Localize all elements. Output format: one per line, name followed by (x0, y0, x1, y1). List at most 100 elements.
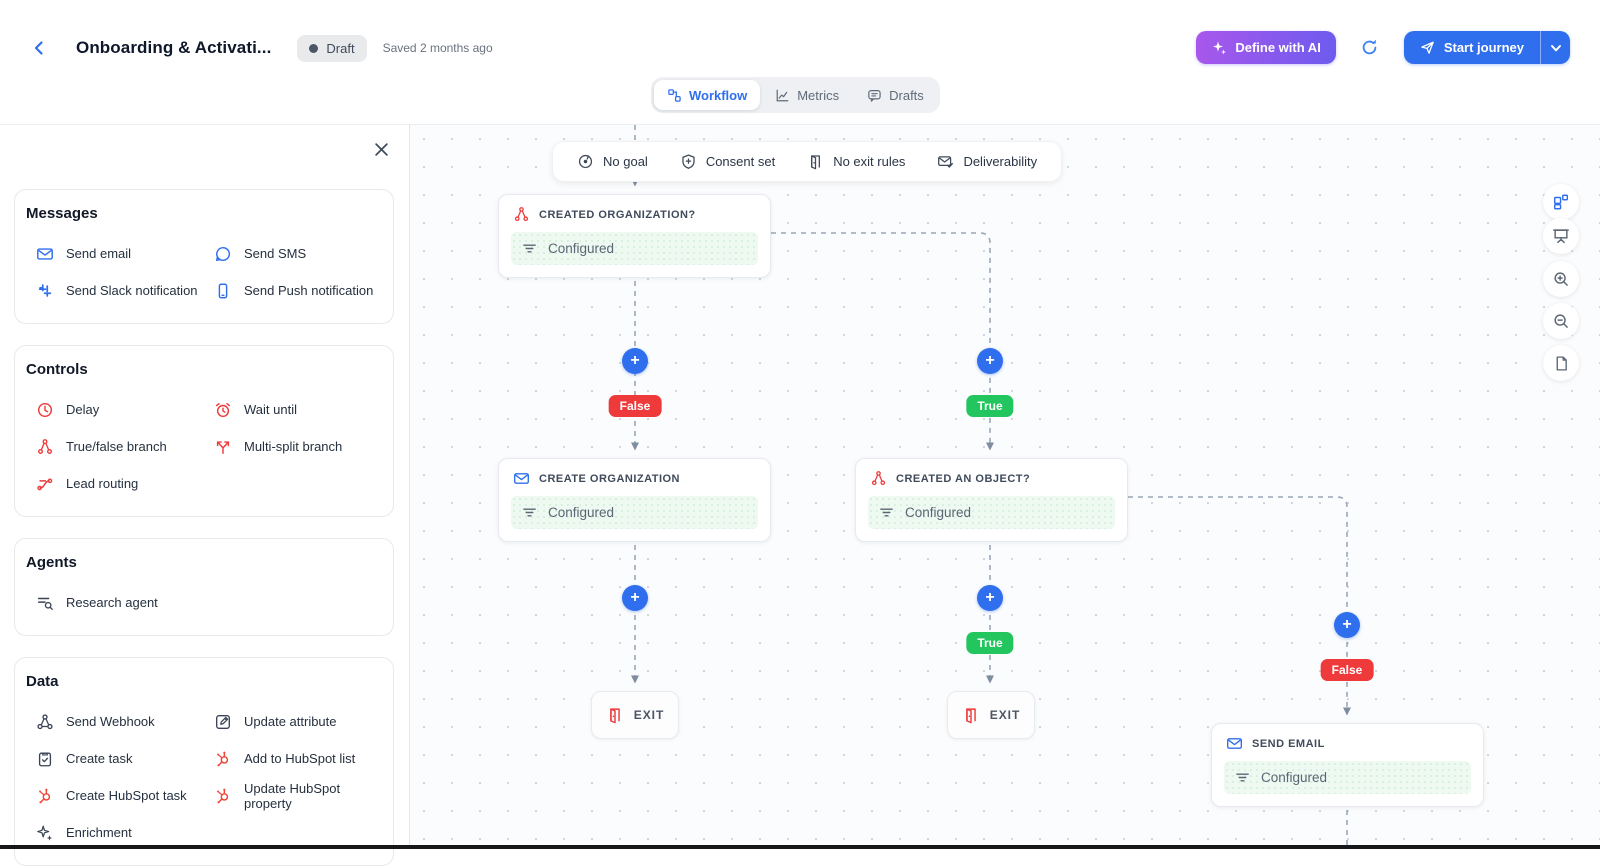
palette-item-wait-until[interactable]: Wait until (203, 391, 381, 428)
node-configured-label: Configured (905, 505, 971, 520)
zoom-in-icon (1552, 270, 1570, 288)
palette-section-agents: Agents Research agent (14, 538, 394, 636)
node-title: CREATED ORGANIZATION? (539, 209, 696, 221)
add-step-button[interactable]: + (1334, 612, 1360, 638)
branch-badge-true: True (966, 395, 1013, 417)
view-tabs: Workflow Metrics Drafts (651, 77, 940, 113)
branch-icon (36, 438, 54, 456)
start-journey-dropdown[interactable] (1540, 31, 1570, 64)
node-exit-1[interactable]: EXIT (591, 691, 679, 739)
presentation-button[interactable] (1543, 218, 1579, 254)
add-step-button[interactable]: + (622, 348, 648, 374)
palette-item-send-slack[interactable]: Send Slack notification (25, 272, 203, 309)
palette-item-label: Send SMS (244, 246, 306, 261)
status-item-deliverability[interactable]: Deliverability (937, 153, 1037, 170)
sparkles-icon (1211, 40, 1227, 56)
palette-item-label: Multi-split branch (244, 439, 342, 454)
define-with-ai-button[interactable]: Define with AI (1196, 31, 1335, 64)
branch-badge-true: True (966, 632, 1013, 654)
node-create-organization[interactable]: CREATE ORGANIZATION Configured (498, 458, 771, 542)
palette-item-label: Create HubSpot task (66, 788, 187, 803)
door-icon (606, 706, 624, 724)
status-item-label: Consent set (706, 154, 775, 169)
palette-item-research-agent[interactable]: Research agent (25, 584, 203, 621)
branch-icon (870, 470, 887, 487)
palette-item-create-hubspot-task[interactable]: Create HubSpot task (25, 777, 203, 814)
palette-item-label: Update HubSpot property (244, 781, 381, 811)
branch-badge-false: False (609, 395, 662, 417)
add-step-button[interactable]: + (977, 348, 1003, 374)
presentation-icon (1552, 227, 1570, 245)
phone-icon (214, 282, 232, 300)
header: Onboarding & Activati... Draft Saved 2 m… (0, 0, 1600, 125)
node-created-an-object[interactable]: CREATED AN OBJECT? Configured (855, 458, 1128, 542)
add-step-button[interactable]: + (622, 585, 648, 611)
status-item-consent-set[interactable]: Consent set (680, 153, 775, 170)
shield-plus-icon (680, 153, 697, 170)
palette-item-true-false-branch[interactable]: True/false branch (25, 428, 203, 465)
workflow-canvas[interactable]: No goal Consent set No exit rules Delive… (410, 125, 1600, 849)
palette-item-label: Send Webhook (66, 714, 155, 729)
refresh-button[interactable] (1358, 36, 1382, 60)
tab-metrics[interactable]: Metrics (762, 80, 852, 110)
palette-item-add-hubspot-list[interactable]: Add to HubSpot list (203, 740, 381, 777)
add-step-button[interactable]: + (977, 585, 1003, 611)
filter-icon (879, 505, 894, 520)
chat-bubble-icon (214, 245, 232, 263)
journey-status-bar: No goal Consent set No exit rules Delive… (552, 141, 1062, 182)
palette-item-multi-split-branch[interactable]: Multi-split branch (203, 428, 381, 465)
section-title: Messages (26, 205, 381, 222)
zoom-out-icon (1552, 312, 1570, 330)
palette-item-label: Lead routing (66, 476, 138, 491)
palette-item-send-sms[interactable]: Send SMS (203, 235, 381, 272)
palette-item-send-email[interactable]: Send email (25, 235, 203, 272)
palette-item-label: Wait until (244, 402, 297, 417)
palette-item-label: Send email (66, 246, 131, 261)
hubspot-icon (214, 787, 232, 805)
zoom-in-button[interactable] (1543, 261, 1579, 297)
palette-item-create-task[interactable]: Create task (25, 740, 203, 777)
palette-item-lead-routing[interactable]: Lead routing (25, 465, 203, 502)
slack-icon (36, 282, 54, 300)
clipboard-check-icon (36, 750, 54, 768)
chevron-left-icon (31, 40, 47, 56)
status-badge-label: Draft (326, 41, 354, 56)
palette-item-send-push[interactable]: Send Push notification (203, 272, 381, 309)
node-configured-row: Configured (511, 496, 758, 529)
email-icon (513, 470, 530, 487)
node-configured-row: Configured (1224, 761, 1471, 794)
zoom-out-button[interactable] (1543, 303, 1579, 339)
auto-layout-button[interactable] (1543, 184, 1579, 220)
start-journey-button[interactable]: Start journey (1404, 31, 1570, 64)
drafts-icon (867, 88, 882, 103)
palette-item-label: Send Slack notification (66, 283, 198, 298)
status-item-no-goal[interactable]: No goal (577, 153, 648, 170)
page-title: Onboarding & Activati... (76, 38, 271, 58)
clock-icon (36, 401, 54, 419)
node-configured-label: Configured (548, 241, 614, 256)
close-sidebar-button[interactable] (371, 139, 391, 159)
palette-item-delay[interactable]: Delay (25, 391, 203, 428)
page-overview-button[interactable] (1543, 345, 1579, 381)
node-configured-label: Configured (1261, 770, 1327, 785)
node-exit-2[interactable]: EXIT (947, 691, 1035, 739)
node-configured-row: Configured (511, 232, 758, 265)
palette-item-update-hubspot-property[interactable]: Update HubSpot property (203, 777, 381, 814)
tab-drafts[interactable]: Drafts (854, 80, 937, 110)
mail-check-icon (937, 153, 954, 170)
split-arrows-icon (214, 438, 232, 456)
define-with-ai-label: Define with AI (1235, 40, 1320, 55)
node-send-email[interactable]: SEND EMAIL Configured (1211, 723, 1484, 807)
node-created-organization[interactable]: CREATED ORGANIZATION? Configured (498, 194, 771, 278)
back-button[interactable] (24, 33, 54, 63)
palette-item-update-attribute[interactable]: Update attribute (203, 703, 381, 740)
window-bottom-bar (0, 845, 1600, 849)
branch-icon (513, 206, 530, 223)
palette-item-label: Delay (66, 402, 99, 417)
palette-item-send-webhook[interactable]: Send Webhook (25, 703, 203, 740)
tab-workflow[interactable]: Workflow (654, 80, 760, 110)
page-icon (1553, 355, 1570, 372)
status-item-no-exit-rules[interactable]: No exit rules (807, 153, 905, 170)
filter-icon (1235, 770, 1250, 785)
alarm-clock-icon (214, 401, 232, 419)
